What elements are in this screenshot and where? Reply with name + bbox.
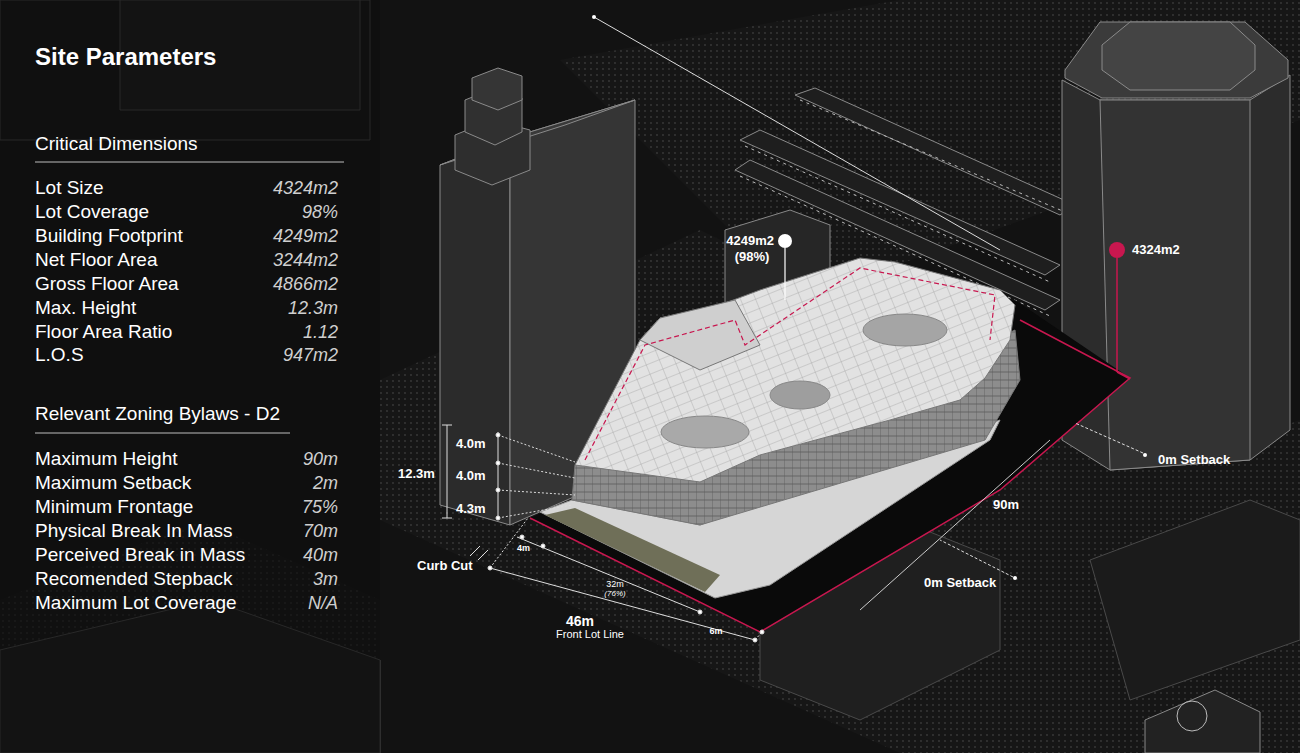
- row-name: Net Floor Area: [35, 249, 158, 271]
- row-name: Perceived Break in Mass: [35, 544, 245, 566]
- row-value: 947m2: [283, 345, 338, 366]
- dimension-label: 12.3m: [398, 467, 435, 482]
- row-value: 98%: [302, 202, 338, 223]
- setback-label: 0m Setback: [924, 576, 996, 591]
- setback-label: 0m Setback: [1158, 453, 1230, 468]
- row-name: Maximum Setback: [35, 472, 191, 494]
- row-value: 75%: [302, 497, 338, 518]
- dimension-lines: [442, 425, 1050, 642]
- dimension-label: (76%): [604, 589, 625, 598]
- callouts: [592, 15, 1147, 580]
- row-name: Maximum Height: [35, 448, 178, 470]
- dimension-label: 6m: [709, 626, 722, 636]
- row-name: Gross Floor Area: [35, 273, 179, 295]
- row-name: Lot Size: [35, 177, 104, 199]
- section-heading: Relevant Zoning Bylaws - D2: [35, 403, 280, 425]
- row-value: 4249m2: [273, 226, 338, 247]
- building: [572, 258, 1020, 525]
- row-value: 3244m2: [273, 250, 338, 271]
- panel-shade: [0, 0, 380, 753]
- row-value: 90m: [303, 449, 338, 470]
- row-value: 40m: [303, 545, 338, 566]
- panel-title: Site Parameters: [35, 43, 216, 71]
- dimension-label: 46m: [566, 613, 594, 629]
- row-value: 3m: [313, 569, 338, 590]
- panel-dividers: [35, 162, 344, 433]
- row-value: 2m: [313, 473, 338, 494]
- dimension-label: 90m: [993, 498, 1019, 513]
- dimension-label: 4.0m: [456, 437, 486, 452]
- row-name: Maximum Lot Coverage: [35, 592, 237, 614]
- row-name: Minimum Frontage: [35, 496, 193, 518]
- row-name: L.O.S: [35, 344, 84, 366]
- dimension-label: 4.0m: [456, 469, 486, 484]
- row-value: 12.3m: [288, 298, 338, 319]
- row-name: Physical Break In Mass: [35, 520, 232, 542]
- row-name: Building Footprint: [35, 225, 183, 247]
- area-callout: (98%): [735, 250, 770, 265]
- dimension-label: 4m: [517, 543, 530, 553]
- row-name: Floor Area Ratio: [35, 321, 172, 343]
- row-value: 1.12: [303, 322, 338, 343]
- dimension-label: Front Lot Line: [556, 628, 624, 641]
- area-callout: 4324m2: [1132, 243, 1180, 258]
- dimension-label: 32m: [606, 579, 624, 589]
- curb-cut-label: Curb Cut: [417, 559, 473, 574]
- row-name: Recomended Stepback: [35, 568, 233, 590]
- dimension-label: 4.3m: [456, 502, 486, 517]
- row-value: 70m: [303, 521, 338, 542]
- area-callout: 4249m2: [726, 234, 774, 249]
- row-value: 4324m2: [273, 178, 338, 199]
- row-name: Max. Height: [35, 297, 136, 319]
- row-value: N/A: [308, 593, 338, 614]
- row-value: 4866m2: [273, 274, 338, 295]
- lot-line: [530, 320, 1130, 632]
- row-name: Lot Coverage: [35, 201, 149, 223]
- section-heading: Critical Dimensions: [35, 133, 198, 155]
